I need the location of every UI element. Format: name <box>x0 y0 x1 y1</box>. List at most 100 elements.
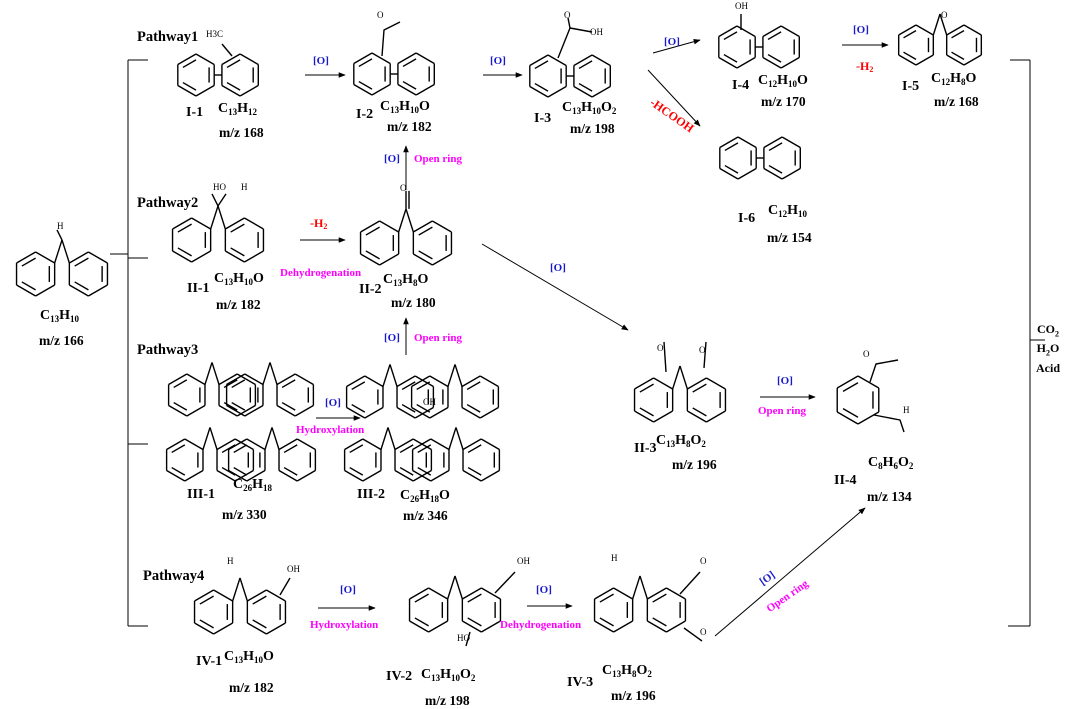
i5-ring-right-edge <box>963 54 982 66</box>
iii1-lower-ring-left-edge <box>166 469 186 482</box>
iii1-mz: m/z 330 <box>222 507 267 522</box>
ii3-ring-right-edge <box>686 410 707 423</box>
i1-ring-b-edge <box>221 53 241 66</box>
i6-ring-a-edge <box>719 136 739 149</box>
iii1-upper-ring-left-edge <box>168 373 188 386</box>
ii3-carbonyl-1 <box>663 341 667 372</box>
iii1-upper-ring-left-edge <box>186 404 206 417</box>
iv2-ring-right-edge <box>461 620 482 633</box>
iv3-ring-right-double-bond <box>652 617 667 627</box>
i6-ring-a-double-bond <box>724 142 739 152</box>
i1-label: I-1 <box>186 105 204 120</box>
ii4-ring-edge <box>836 411 859 425</box>
ii2-ring-left-edge <box>360 220 380 233</box>
ii2-ring-right-edge <box>432 220 452 233</box>
iv1-oh-atom: OH <box>287 564 300 574</box>
iii2-right-upper-ring-right-double-bond <box>466 403 481 413</box>
arrow-label-oxidation-i1-i2: [O] <box>313 55 329 67</box>
iv1-bridge <box>231 577 241 602</box>
i3-ring-a-double-bond <box>534 82 549 92</box>
iv3-o-atom-2: O <box>700 627 707 637</box>
iii2-right-lower-ring-left-edge <box>430 438 450 451</box>
ii3-formula: C13H8O2 <box>656 433 706 449</box>
ii4-o-atom-1: O <box>863 349 870 359</box>
i4-label: I-4 <box>732 78 750 93</box>
ii4-ring-double-bond <box>842 382 859 392</box>
i1-ring-a-edge <box>195 53 215 66</box>
iv1-mz: m/z 182 <box>229 680 274 695</box>
i5-label: I-5 <box>902 79 920 94</box>
parent-ring-right-double-bond <box>74 281 89 291</box>
iii2-left-lower-ring-left-edge <box>362 438 382 451</box>
i5-ring-right-double-bond <box>951 29 965 39</box>
parent-ring-right-edge <box>88 251 108 264</box>
iii1-right-lower-ring-left-edge <box>228 469 248 482</box>
parent-ch-bond <box>56 229 63 241</box>
iii2-right-lower-ring-right-double-bond <box>467 466 482 476</box>
iii1-upper-ring-left-edge <box>168 404 188 417</box>
iv2-ring-right-double-bond <box>467 593 482 603</box>
iv3-carbonyl-1 <box>679 571 701 595</box>
i3-ring-b-edge <box>573 85 593 98</box>
arrow-label-h2-loss-ii1-ii2: -H2 <box>310 216 328 231</box>
arrow-label-oxidation-ii3-ii4: [O] <box>777 375 793 387</box>
iii1-right-lower-ring-left-edge <box>228 438 248 451</box>
ii2-ring-right-double-bond <box>418 250 433 260</box>
iv2-ring-left-edge <box>428 620 449 633</box>
ii3-ring-left-edge <box>653 377 674 390</box>
i3-carbonyl <box>567 17 571 29</box>
iii2-right-upper-ring-right-edge <box>461 406 481 419</box>
ii3-ring-left-double-bond <box>639 407 654 417</box>
iv2-ring-left-edge <box>409 587 429 600</box>
iii1-lower-ring-left-edge <box>184 438 204 451</box>
ii3-label: II-3 <box>634 441 657 456</box>
i5-bridge <box>932 13 941 36</box>
iii2-left-upper-ring-left-double-bond <box>351 403 366 413</box>
iii1-right-lower-ring-left-edge <box>246 438 266 451</box>
iv1-ring-left-edge <box>194 589 214 602</box>
iii2-right-upper-ring-right-double-bond <box>466 381 481 391</box>
ii2-bridge <box>405 208 415 233</box>
i2-ring-a-edge <box>371 83 391 96</box>
iv3-h-atom: H <box>611 553 618 563</box>
iii2-left-upper-ring-right-edge <box>414 406 434 419</box>
i1-ring-b-edge <box>239 53 259 66</box>
i3-ring-a-edge <box>547 54 567 67</box>
iv2-ring-right-edge <box>481 620 501 633</box>
i3-ring-a-edge <box>547 85 567 98</box>
iii1-upper-ring-right-edge <box>236 373 256 386</box>
i5-ring-left-double-bond <box>903 29 917 39</box>
ii3-carbonyl-2 <box>703 341 707 368</box>
parent-h-atom: H <box>57 221 64 231</box>
pathway-4-label: Pathway4 <box>143 568 205 584</box>
i4-ring-a-edge <box>718 56 738 69</box>
iv1-oh-bond <box>279 577 291 596</box>
arrow-ii2-ii3 <box>481 243 629 331</box>
iv1-ring-right-edge <box>246 622 267 635</box>
iii1-right-upper-ring-left-double-bond <box>231 401 246 411</box>
iii1-upper-ring-right-edge <box>236 404 256 417</box>
iv1-ring-right-double-bond <box>252 595 267 605</box>
ii2-formula: C13H8O <box>383 272 429 288</box>
iii2-left-lower-ring-left-edge <box>344 438 364 451</box>
i3-oh-atom: OH <box>590 27 603 37</box>
ii2-ring-left-double-bond <box>365 250 380 260</box>
i3-ring-b-double-bond <box>578 60 593 70</box>
iii1-right-lower-ring-right-edge <box>296 438 316 451</box>
i2-ring-b-edge <box>397 83 417 96</box>
iv3-ring-left-edge <box>613 620 634 633</box>
arrow-label-oxidation-i3-i4: [O] <box>664 36 680 48</box>
parent-ring-left-edge <box>16 251 36 264</box>
ii4-ring-edge <box>857 411 880 425</box>
i2-ring-a-double-bond <box>358 58 373 68</box>
ii4-ring-edge <box>836 375 859 389</box>
arrow-label-dehydrogenation-iv2-iv3: Dehydrogenation <box>500 619 582 631</box>
iv3-ring-right-edge <box>666 620 686 633</box>
i4-mz: m/z 170 <box>761 94 806 109</box>
ii3-ring-left-edge <box>634 410 654 423</box>
iv2-ring-right-edge <box>461 587 482 600</box>
ii3-bridge <box>679 365 689 390</box>
iii1-right-upper-ring-right-edge <box>294 373 314 386</box>
iv1-ring-left-double-bond <box>199 595 214 605</box>
